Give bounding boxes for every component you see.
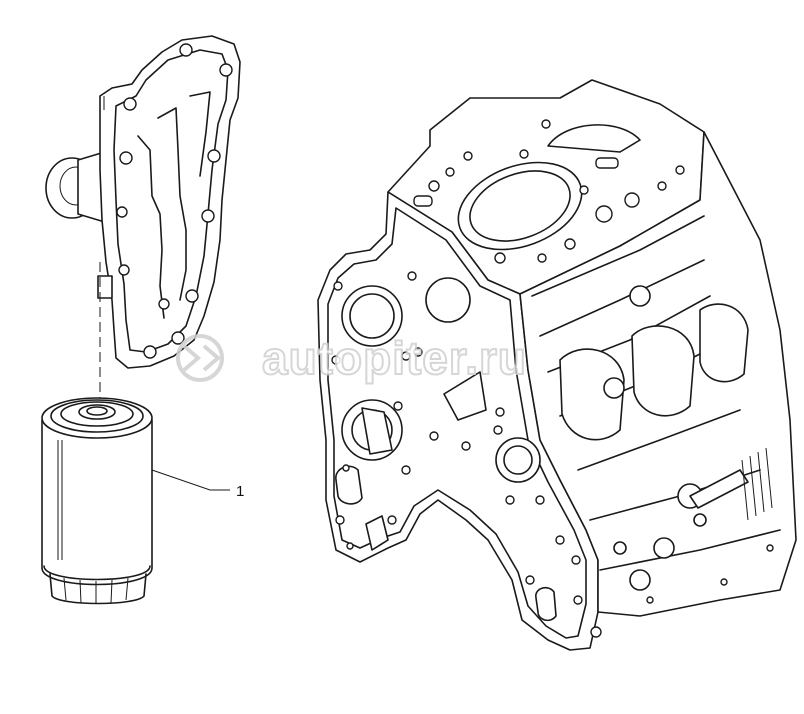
engine-block	[317, 79, 797, 651]
watermark-logo-icon	[176, 334, 224, 382]
callout-1: 1	[151, 469, 244, 500]
callout-label-1: 1	[236, 483, 244, 500]
watermark: autopiter.ru	[176, 331, 527, 385]
filter-head-plate	[45, 35, 241, 369]
oil-filter	[41, 397, 153, 605]
watermark-text: autopiter.ru	[262, 332, 527, 384]
